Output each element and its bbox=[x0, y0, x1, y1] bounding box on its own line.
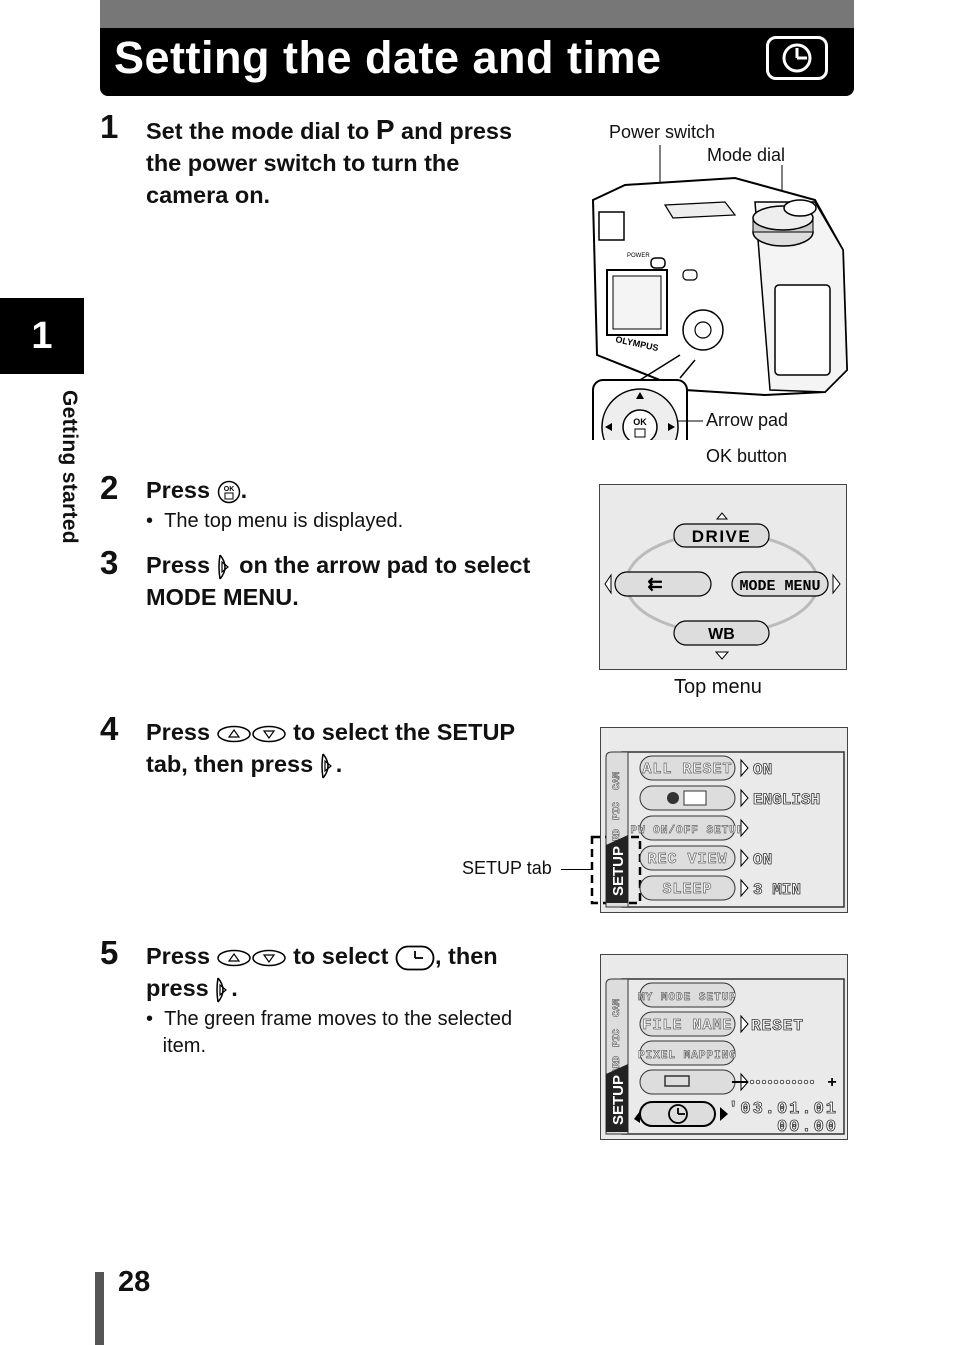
title-bar: Setting the date and time bbox=[100, 0, 854, 96]
step-2-number: 2 bbox=[100, 469, 119, 506]
ok-button-caption: OK button bbox=[706, 446, 788, 466]
power-switch-caption: Power switch bbox=[609, 122, 716, 142]
menu-row-label: SLEEP bbox=[662, 881, 712, 898]
step-1-number: 1 bbox=[100, 108, 119, 145]
chapter-tab: 1 bbox=[0, 298, 84, 374]
menu-row-label: FILE NAME bbox=[642, 1017, 732, 1034]
arrow-pad-caption: Arrow pad bbox=[706, 410, 789, 430]
step-5-bullet: • The green frame moves to the selected … bbox=[146, 1008, 513, 1057]
menu-row-label: MY MODE SETUP bbox=[638, 992, 737, 1004]
clock-icon bbox=[395, 945, 435, 971]
speaker-icon bbox=[667, 792, 679, 804]
menu-tab-setup: SETUP bbox=[610, 846, 627, 896]
clock-icon bbox=[668, 1104, 688, 1124]
arrow-right-icon bbox=[320, 753, 332, 779]
svg-text:DRIVE: DRIVE bbox=[692, 527, 751, 546]
svg-text:MODE MENU: MODE MENU bbox=[739, 578, 820, 595]
arrow-up-down-icon bbox=[216, 949, 286, 967]
step-4-number: 4 bbox=[100, 710, 119, 747]
svg-text:WB: WB bbox=[708, 626, 735, 643]
step-3-number: 3 bbox=[100, 544, 119, 581]
step-3-text: Press on the arrow pad to select MODE ME… bbox=[146, 552, 531, 610]
menu-row-label: PW ON/OFF SETUP bbox=[630, 825, 744, 837]
step-4-text: Press to select the SETUP tab, then pres… bbox=[146, 716, 515, 780]
mode-dial-caption: Mode dial bbox=[707, 145, 786, 165]
setup-tab-leader bbox=[561, 869, 591, 870]
date-value: '03.01.01 bbox=[728, 1100, 838, 1119]
ok-button-icon: OK bbox=[217, 480, 240, 504]
menu-row-value: 3 MIN bbox=[753, 881, 801, 899]
menu-tab-cam: CAM bbox=[612, 999, 623, 1017]
step-5-number: 5 bbox=[100, 934, 119, 971]
title-bar-accent bbox=[100, 0, 854, 28]
svg-text:OK: OK bbox=[223, 486, 234, 493]
arrow-right-icon bbox=[217, 554, 229, 580]
page-title: Setting the date and time bbox=[114, 32, 662, 83]
step-1-text: Set the mode dial to P and press the pow… bbox=[146, 114, 513, 208]
menu-row-value: ON bbox=[753, 761, 772, 779]
menu-row-label: REC VIEW bbox=[647, 851, 727, 868]
menu-tab-pic: PIC bbox=[612, 802, 623, 820]
arrow-up-down-icon bbox=[216, 725, 286, 743]
menu-tab-setup: SETUP bbox=[610, 1075, 627, 1125]
brightness-icon bbox=[664, 1075, 690, 1087]
menu-row-value: RESET bbox=[751, 1017, 804, 1035]
menu-tab-pic: PIC bbox=[612, 1029, 623, 1047]
page-number-bar bbox=[95, 1272, 104, 1345]
plus-icon: + bbox=[827, 1074, 836, 1091]
svg-text:POWER: POWER bbox=[627, 253, 650, 259]
setup-tab-caption: SETUP tab bbox=[462, 858, 552, 878]
step-5-text: Press to select , then press . bbox=[146, 940, 498, 1004]
menu-icon bbox=[683, 790, 707, 806]
top-menu-caption: Top menu bbox=[674, 676, 762, 698]
menu-row-label: ALL RESET bbox=[642, 761, 732, 778]
chapter-label: Getting started bbox=[58, 390, 81, 544]
top-menu-panel: DRIVE ⇇ MODE MENU WB bbox=[599, 484, 847, 670]
arrow-right-icon bbox=[216, 977, 228, 1003]
menu-row-label: PIXEL MAPPING bbox=[638, 1050, 737, 1062]
svg-text:⇇: ⇇ bbox=[647, 574, 662, 594]
menu-tab-cam: CAM bbox=[612, 772, 623, 790]
menu-row-value: ENGLISH bbox=[753, 791, 820, 809]
time-value: 00.00 bbox=[777, 1118, 838, 1137]
menu-tab-card: CARD bbox=[612, 1056, 623, 1080]
page-number: 28 bbox=[118, 1266, 151, 1298]
menu-row-value: ON bbox=[753, 851, 772, 869]
camera-illustration: OLYMPUS POWER OK bbox=[591, 145, 849, 440]
step-2-bullet: • The top menu is displayed. bbox=[146, 510, 404, 532]
step-2-text: Press OK. bbox=[146, 477, 248, 504]
clock-icon bbox=[766, 36, 828, 80]
svg-text:OK: OK bbox=[633, 417, 647, 427]
